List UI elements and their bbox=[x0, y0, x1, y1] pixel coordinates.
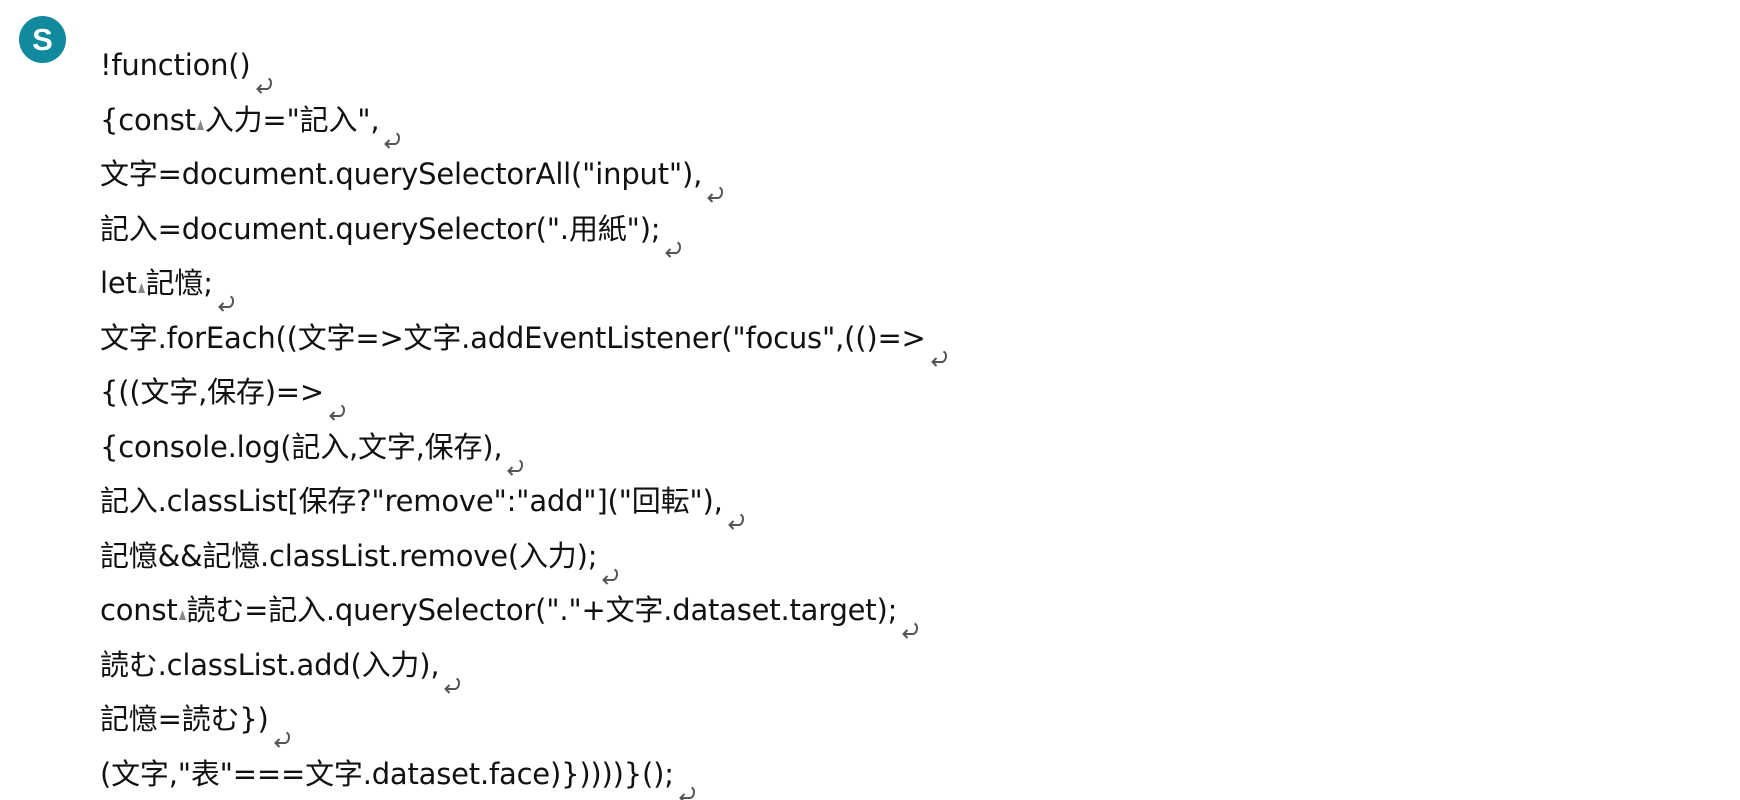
return-arrow-icon bbox=[254, 58, 274, 94]
code-line: 記入=document.querySelector(".用紙"); bbox=[100, 200, 1660, 258]
return-arrow-icon bbox=[705, 167, 725, 203]
return-arrow-icon bbox=[327, 385, 347, 421]
code-text: 記憶=読む}) bbox=[100, 701, 269, 736]
code-text: 読む=記入.querySelector("."+文字.dataset.targe… bbox=[186, 592, 898, 627]
return-arrow-icon bbox=[382, 113, 402, 149]
code-line: 文字.forEach((文字=>文字.addEventListener("foc… bbox=[100, 309, 1660, 367]
return-arrow-icon bbox=[726, 494, 746, 530]
code-line: (文字,"表"===文字.dataset.face)}))))}(); bbox=[100, 745, 1660, 800]
return-arrow-icon bbox=[505, 440, 525, 476]
code-text: 読む.classList.add(入力), bbox=[100, 647, 440, 682]
code-line: {console.log(記入,文字,保存), bbox=[100, 418, 1660, 476]
code-line: 読む.classList.add(入力), bbox=[100, 636, 1660, 694]
code-text: {const bbox=[100, 102, 196, 137]
return-arrow-icon bbox=[216, 276, 236, 312]
space-marker-icon bbox=[137, 256, 146, 293]
code-line: 記入.classList[保存?"remove":"add"]("回転"), bbox=[100, 472, 1660, 530]
code-line: !function() bbox=[100, 36, 1660, 94]
return-arrow-icon bbox=[900, 603, 920, 639]
code-text: 記憶&&記憶.classList.remove(入力); bbox=[100, 538, 598, 573]
code-text: 記入.classList[保存?"remove":"add"]("回転"), bbox=[100, 483, 723, 518]
avatar-letter: S bbox=[32, 22, 53, 57]
code-text: {console.log(記入,文字,保存), bbox=[100, 429, 503, 464]
code-line: 記憶=読む}) bbox=[100, 690, 1660, 748]
code-text: 文字.forEach((文字=>文字.addEventListener("foc… bbox=[100, 320, 926, 355]
code-text: !function() bbox=[100, 47, 251, 82]
code-text: 入力="記入", bbox=[204, 102, 380, 137]
return-arrow-icon bbox=[929, 331, 949, 367]
code-line: 文字=document.querySelectorAll("input"), bbox=[100, 145, 1660, 203]
code-text: {((文字,保存)=> bbox=[100, 374, 325, 409]
code-text: 記入=document.querySelector(".用紙"); bbox=[100, 211, 661, 246]
code-text: (文字,"表"===文字.dataset.face)}))))}(); bbox=[100, 756, 674, 791]
return-arrow-icon bbox=[663, 222, 683, 258]
code-line: 記憶&&記憶.classList.remove(入力); bbox=[100, 527, 1660, 585]
code-text: 文字=document.querySelectorAll("input"), bbox=[100, 156, 703, 191]
code-line: {((文字,保存)=> bbox=[100, 363, 1660, 421]
space-marker-icon bbox=[178, 583, 187, 620]
return-arrow-icon bbox=[600, 549, 620, 585]
code-text: let bbox=[100, 265, 137, 300]
code-text: 記憶; bbox=[145, 265, 213, 300]
code-text: const bbox=[100, 592, 178, 627]
return-arrow-icon bbox=[442, 658, 462, 694]
return-arrow-icon bbox=[677, 767, 697, 800]
user-avatar: S bbox=[19, 16, 66, 63]
space-marker-icon bbox=[196, 93, 205, 130]
return-arrow-icon bbox=[272, 712, 292, 748]
